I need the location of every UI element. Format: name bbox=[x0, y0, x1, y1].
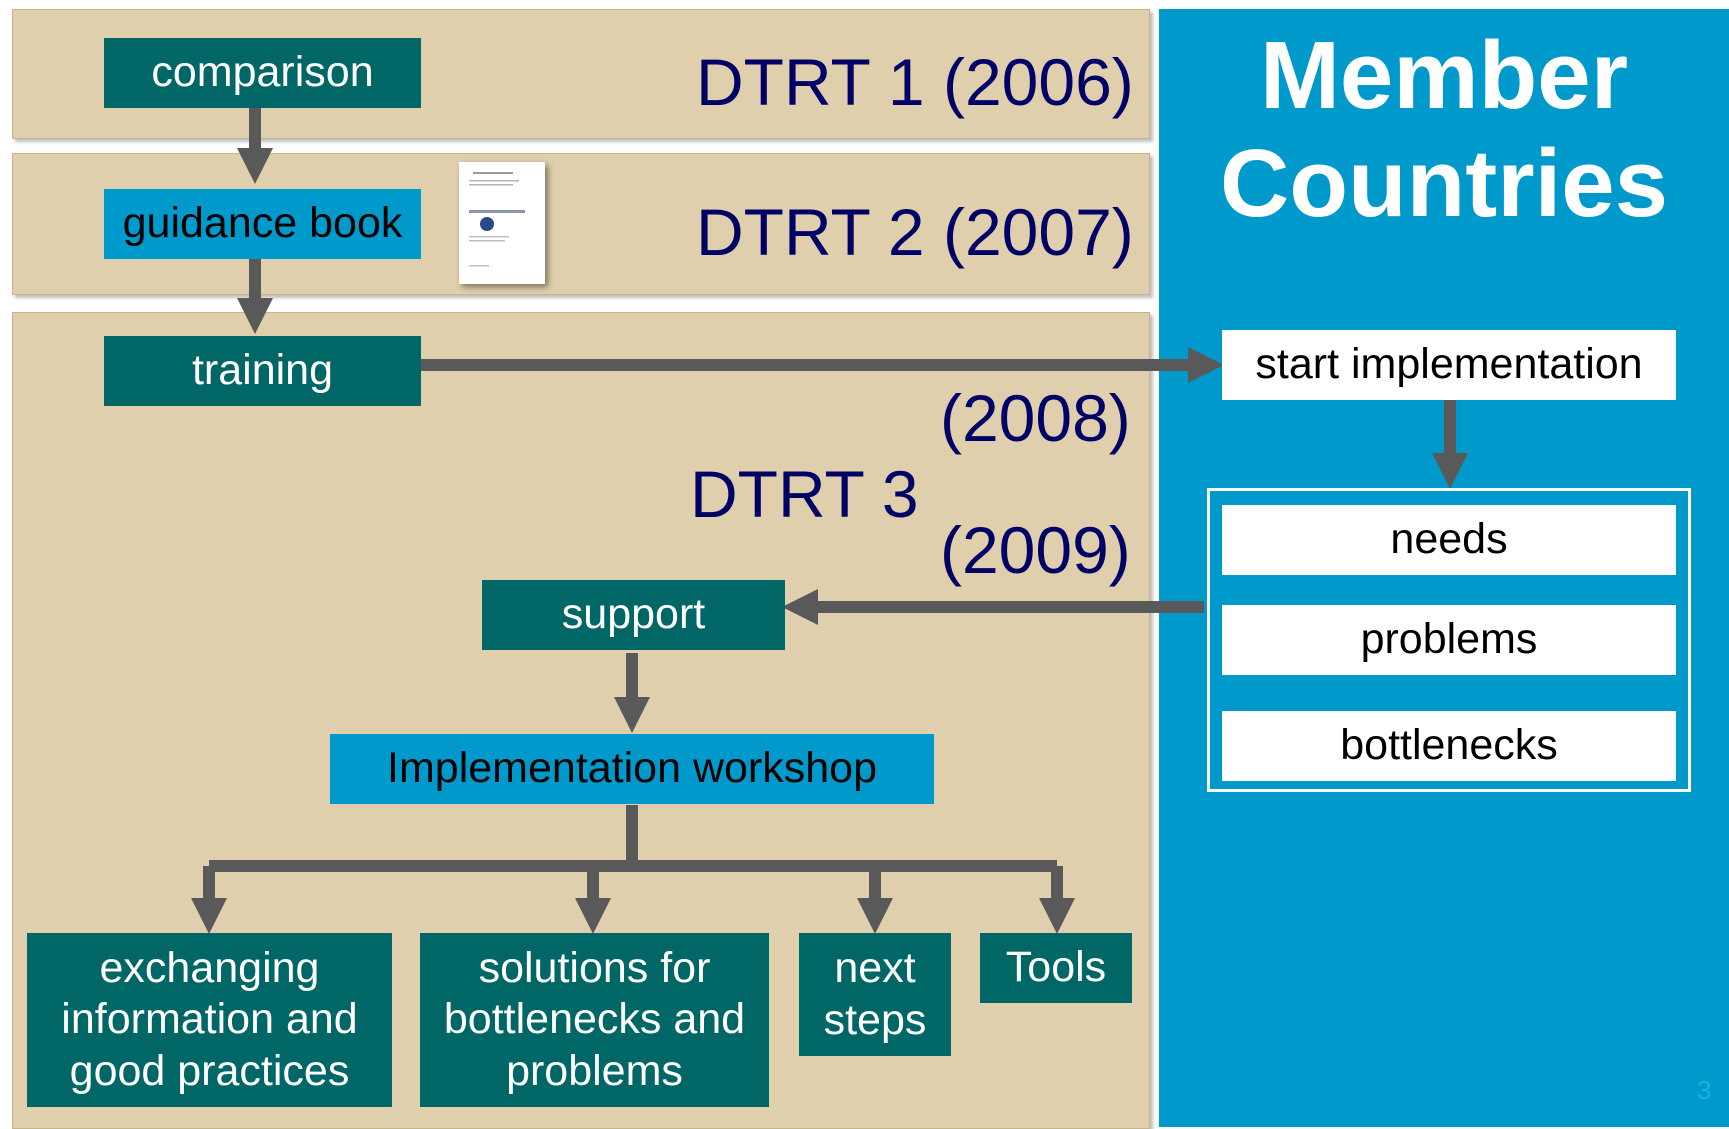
implementation-workshop-node: Implementation workshop bbox=[330, 734, 934, 804]
dtrt1-name: DTRT 1 bbox=[696, 45, 925, 119]
dtrt2-year: (2007) bbox=[942, 195, 1134, 269]
page-number: 3 bbox=[1697, 1075, 1712, 1105]
tools-node: Tools bbox=[980, 933, 1132, 1003]
support-node: support bbox=[482, 580, 785, 650]
guidance-book-node: guidance book bbox=[104, 189, 421, 259]
start-implementation-node: start implementation bbox=[1222, 330, 1676, 400]
dtrt3-name: DTRT 3 bbox=[690, 457, 919, 531]
dtrt1-label: DTRT 1 (2006) bbox=[696, 44, 1134, 120]
dtrt2-name: DTRT 2 bbox=[696, 195, 925, 269]
bottlenecks-node: bottlenecks bbox=[1222, 711, 1676, 781]
dtrt3-year-2008: (2008) bbox=[940, 381, 1131, 455]
training-node: training bbox=[104, 336, 421, 406]
dtrt3-year-2009: (2009) bbox=[940, 513, 1131, 587]
needs-node: needs bbox=[1222, 505, 1676, 575]
member-countries-title: Member Countries bbox=[1219, 22, 1669, 238]
solutions-node: solutions for bottlenecks and problems bbox=[420, 933, 769, 1107]
next-steps-node: next steps bbox=[799, 933, 951, 1056]
dtrt1-year: (2006) bbox=[942, 45, 1134, 119]
problems-node: problems bbox=[1222, 605, 1676, 675]
guidance-book-thumbnail bbox=[459, 162, 545, 284]
dtrt2-label: DTRT 2 (2007) bbox=[696, 194, 1134, 270]
comparison-node: comparison bbox=[104, 38, 421, 108]
document-cover-graphic bbox=[469, 172, 525, 267]
issues-group-frame bbox=[1207, 488, 1691, 792]
exchanging-information-node: exchanging information and good practice… bbox=[27, 933, 392, 1107]
